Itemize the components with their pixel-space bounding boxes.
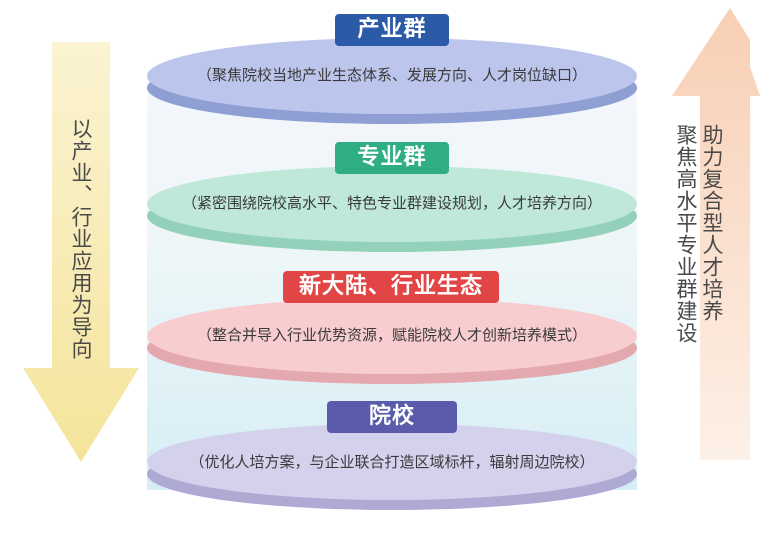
layer-title-ecosystem: 新大陆、行业生态 bbox=[283, 271, 499, 303]
layer-desc-zhuanyequn: （紧密围绕院校高水平、特色专业群建设规划，人才培养方向） bbox=[181, 194, 602, 212]
disc-yuanxiao bbox=[147, 424, 637, 500]
right-arrow-label-col2: 助力复合型人才培养 bbox=[700, 124, 724, 322]
layer-title-chanyequn: 产业群 bbox=[335, 14, 449, 46]
right-arrow-label-col1: 聚焦高水平专业群建设 bbox=[674, 124, 698, 344]
left-arrow-label: 以产业、行业应用为导向 bbox=[69, 118, 93, 360]
disc-chanyequn bbox=[147, 38, 637, 114]
right-up-arrow-body bbox=[672, 8, 760, 460]
disc-zhuanyequn bbox=[147, 166, 637, 242]
left-down-arrow-shape bbox=[23, 42, 139, 462]
layer-title-zhuanyequn: 专业群 bbox=[335, 142, 449, 174]
disc-ecosystem bbox=[147, 298, 637, 374]
layer-desc-chanyequn: （聚焦院校当地产业生态体系、发展方向、人才岗位缺口） bbox=[196, 66, 587, 84]
layer-title-yuanxiao: 院校 bbox=[327, 401, 457, 433]
layer-desc-ecosystem: （整合并导入行业优势资源，赋能院校人才创新培养模式） bbox=[196, 326, 587, 344]
layer-desc-yuanxiao: （优化人培方案，与企业联合打造区域标杆，辐射周边院校） bbox=[189, 453, 595, 471]
